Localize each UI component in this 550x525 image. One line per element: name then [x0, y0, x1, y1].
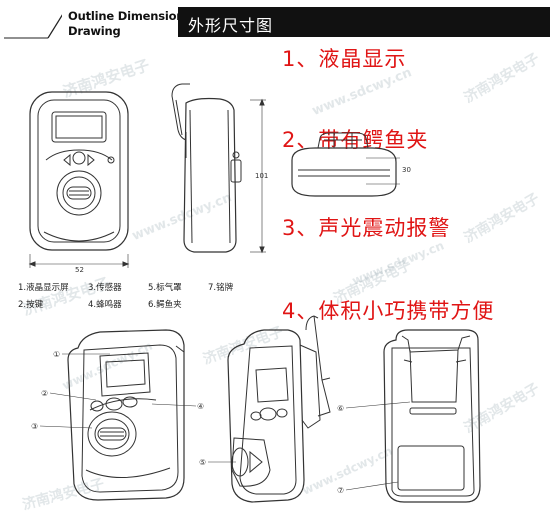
- header-title-en: Outline Dimension Drawing: [62, 5, 184, 39]
- legend-item-2: 2.按键: [18, 300, 44, 310]
- callout-6: ⑥: [337, 404, 344, 413]
- feature-4: 4、体积小巧携带方便: [282, 299, 495, 323]
- side-view-drawing: [171, 83, 266, 254]
- back-view-drawing: [345, 329, 481, 503]
- feature-1: 1、液晶显示: [282, 47, 407, 71]
- callout-7: ⑦: [337, 486, 344, 495]
- dimension-width: 52: [75, 266, 84, 274]
- isometric-side-drawing: [208, 315, 331, 503]
- callout-2: ②: [41, 389, 48, 398]
- header-title-cn-box: 外形尺寸图: [178, 7, 550, 37]
- header-title-en-line2: Drawing: [68, 24, 121, 38]
- header-bar: Outline Dimension Drawing 外形尺寸图: [0, 0, 550, 44]
- callout-labels: ① ② ③ ④ ⑤ ⑥ ⑦: [31, 350, 344, 495]
- legend-item-7: 7.铭牌: [208, 283, 234, 293]
- callout-5: ⑤: [199, 458, 206, 467]
- callout-3: ③: [31, 422, 38, 431]
- legend-item-3: 3.传感器: [88, 283, 122, 293]
- header-title-cn: 外形尺寸图: [188, 16, 274, 35]
- dimension-height: 101: [255, 172, 269, 180]
- isometric-front-drawing: [39, 329, 197, 501]
- legend-item-5: 5.标气罩: [148, 283, 182, 293]
- callout-1: ①: [53, 350, 60, 359]
- feature-3: 3、声光震动报警: [282, 216, 451, 240]
- legend-item-4: 4.蜂鸣器: [88, 300, 122, 310]
- top-view-drawing: [291, 132, 400, 197]
- legend-item-1: 1.液晶显示屏: [18, 283, 69, 293]
- header-title-en-line1: Outline Dimension: [68, 9, 185, 23]
- dimension-clip-depth: 30: [402, 166, 411, 174]
- callout-4: ④: [197, 402, 204, 411]
- front-view-drawing: [28, 91, 130, 268]
- legend-item-6: 6.鳄鱼夹: [148, 300, 182, 310]
